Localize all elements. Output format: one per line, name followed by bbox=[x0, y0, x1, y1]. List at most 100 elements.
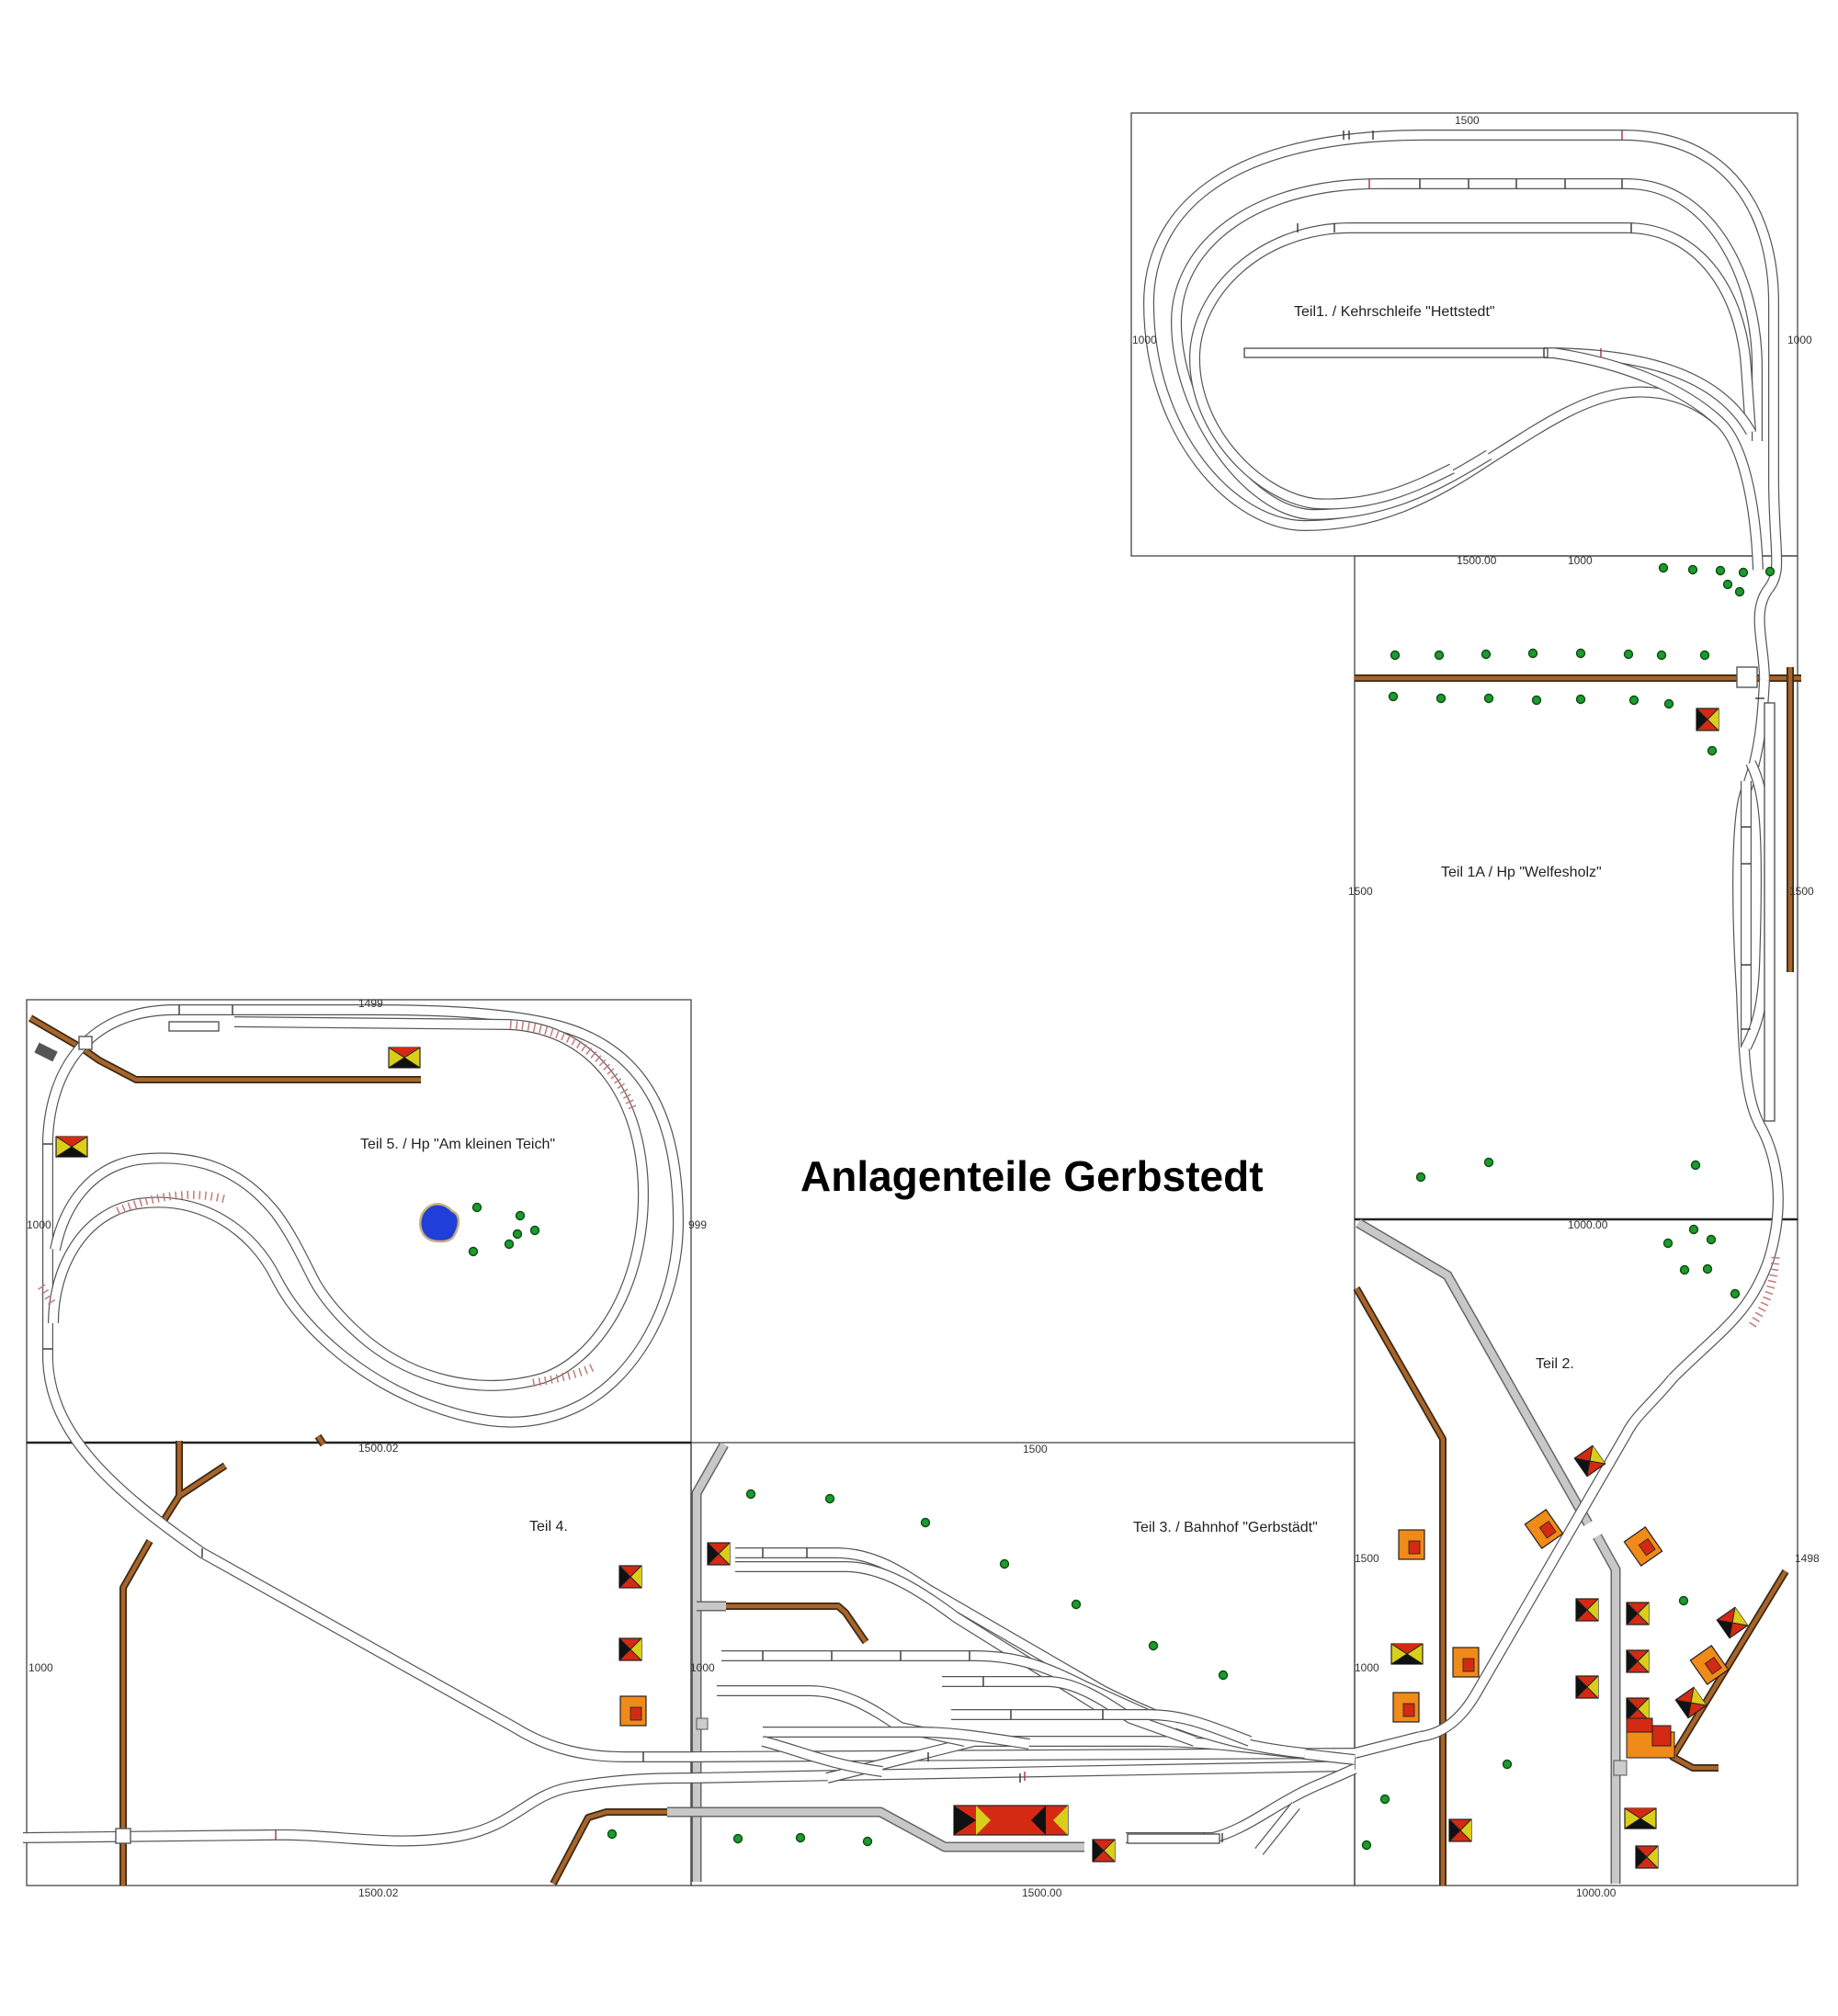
tree-icon bbox=[1687, 564, 1698, 575]
dim-label: 1499 bbox=[358, 997, 383, 1010]
station-building bbox=[953, 1805, 1069, 1836]
tree-icon bbox=[1527, 648, 1538, 659]
tree-icon bbox=[1707, 745, 1718, 756]
tree-icon bbox=[1658, 562, 1669, 573]
tree-icon bbox=[1656, 650, 1667, 661]
track-teil1a bbox=[1668, 666, 1784, 1383]
tree-icon bbox=[1531, 695, 1542, 706]
tree-icon bbox=[999, 1558, 1010, 1569]
dim-label: 1500.00 bbox=[1022, 1886, 1062, 1899]
panel-title-teil3: Teil 3. / Bahnhof "Gerbstädt" bbox=[1133, 1520, 1318, 1535]
tree-icon bbox=[824, 1493, 835, 1504]
house-roof-icon bbox=[1390, 1643, 1424, 1665]
dim-label: 1500.02 bbox=[358, 1886, 399, 1899]
panel-title-teil4: Teil 4. bbox=[529, 1519, 568, 1535]
track-ties bbox=[43, 130, 1764, 1842]
house-roof-icon bbox=[1696, 708, 1719, 731]
tree-icon bbox=[468, 1246, 479, 1257]
dim-label: 1000.00 bbox=[1576, 1886, 1617, 1899]
panel-title-teil2: Teil 2. bbox=[1536, 1356, 1574, 1372]
tree-icon bbox=[1071, 1599, 1082, 1610]
house-roof-icon bbox=[1092, 1839, 1116, 1863]
tree-icon bbox=[1730, 1288, 1741, 1299]
tree-icon bbox=[471, 1202, 482, 1213]
track-teil2 bbox=[1353, 1375, 1677, 1759]
tree-icon bbox=[1690, 1160, 1701, 1171]
tree-icon bbox=[1390, 650, 1401, 661]
tree-icon bbox=[1148, 1640, 1159, 1651]
pond-icon bbox=[419, 1203, 460, 1243]
house-roof-icon bbox=[1626, 1697, 1650, 1721]
tree-icon bbox=[1483, 693, 1494, 704]
house-roof-icon bbox=[1626, 1602, 1650, 1625]
house-roof-icon bbox=[1452, 1647, 1480, 1678]
tree-icon bbox=[1715, 565, 1726, 576]
dim-label: 1500 bbox=[1455, 114, 1480, 127]
tree-icon bbox=[1764, 566, 1776, 577]
tree-icon bbox=[1379, 1794, 1390, 1805]
tree-icon bbox=[1662, 1238, 1673, 1249]
house-roof-icon bbox=[618, 1637, 642, 1661]
houses bbox=[55, 708, 1749, 1869]
house-roof-icon bbox=[1716, 1606, 1749, 1639]
tree-icon bbox=[1663, 698, 1674, 709]
dim-label: 1000 bbox=[28, 1661, 53, 1674]
tree-icon bbox=[1218, 1670, 1229, 1681]
dim-label: 1500 bbox=[1348, 885, 1373, 898]
house-roof-icon bbox=[1626, 1649, 1650, 1673]
tree-icon bbox=[1481, 649, 1492, 660]
house-roof-icon bbox=[55, 1136, 88, 1158]
tree-icon bbox=[515, 1210, 526, 1221]
tree-icon bbox=[1502, 1759, 1513, 1770]
dim-label: 1500 bbox=[1023, 1443, 1048, 1455]
dim-label: 1500.02 bbox=[358, 1442, 399, 1455]
house-roof-icon bbox=[1623, 1526, 1663, 1567]
house-roof-icon bbox=[1392, 1692, 1420, 1723]
dim-label: 1000 bbox=[690, 1661, 715, 1674]
tree-icon bbox=[1702, 1263, 1713, 1274]
hatch-sections bbox=[38, 1020, 1780, 1387]
trees bbox=[468, 562, 1776, 1851]
panel-teil1a bbox=[1354, 555, 1798, 1220]
house-roof-icon bbox=[1575, 1598, 1599, 1622]
dim-label: 999 bbox=[688, 1218, 707, 1231]
track-teil1 bbox=[1143, 130, 1783, 681]
tree-icon bbox=[1628, 695, 1639, 706]
tree-icon bbox=[862, 1836, 873, 1847]
tree-icon bbox=[1435, 693, 1447, 704]
tree-icon bbox=[607, 1829, 618, 1840]
roads bbox=[28, 667, 1801, 1886]
dim-label: 1000 bbox=[1355, 1661, 1379, 1674]
tree-icon bbox=[795, 1832, 806, 1843]
tree-icon bbox=[745, 1489, 756, 1500]
dim-label: 1000 bbox=[1568, 554, 1593, 567]
dim-label: 1000 bbox=[1132, 334, 1157, 346]
tree-icon bbox=[1679, 1264, 1690, 1275]
signal-box bbox=[696, 1717, 709, 1730]
dim-label: 1500 bbox=[1355, 1552, 1379, 1565]
house-roof-icon bbox=[707, 1542, 731, 1566]
dim-label: 1000.00 bbox=[1568, 1218, 1608, 1231]
tree-icon bbox=[1678, 1595, 1689, 1606]
tree-icon bbox=[1722, 579, 1733, 590]
tree-icon bbox=[529, 1225, 540, 1236]
dim-label: 1000 bbox=[1787, 334, 1812, 346]
signal-box bbox=[1613, 1760, 1628, 1776]
tree-icon bbox=[1688, 1224, 1699, 1235]
tree-icon bbox=[504, 1239, 515, 1250]
house-roof-icon bbox=[388, 1047, 421, 1069]
house-roof-icon bbox=[1624, 1807, 1657, 1829]
tree-icon bbox=[1738, 567, 1749, 578]
house-roof-icon bbox=[619, 1695, 647, 1727]
panel-teil5 bbox=[26, 999, 692, 1444]
page-title: Anlagenteile Gerbstedt bbox=[800, 1152, 1264, 1200]
panel-title-teil1: Teil1. / Kehrschleife "Hettstedt" bbox=[1294, 304, 1495, 320]
house-roof-icon bbox=[618, 1565, 642, 1589]
tree-icon bbox=[1623, 649, 1634, 660]
tree-icon bbox=[1575, 694, 1586, 705]
tree-icon bbox=[1706, 1234, 1717, 1245]
tree-icon bbox=[1415, 1172, 1426, 1183]
tree-icon bbox=[1734, 586, 1745, 597]
house-roof-icon bbox=[1635, 1845, 1659, 1869]
